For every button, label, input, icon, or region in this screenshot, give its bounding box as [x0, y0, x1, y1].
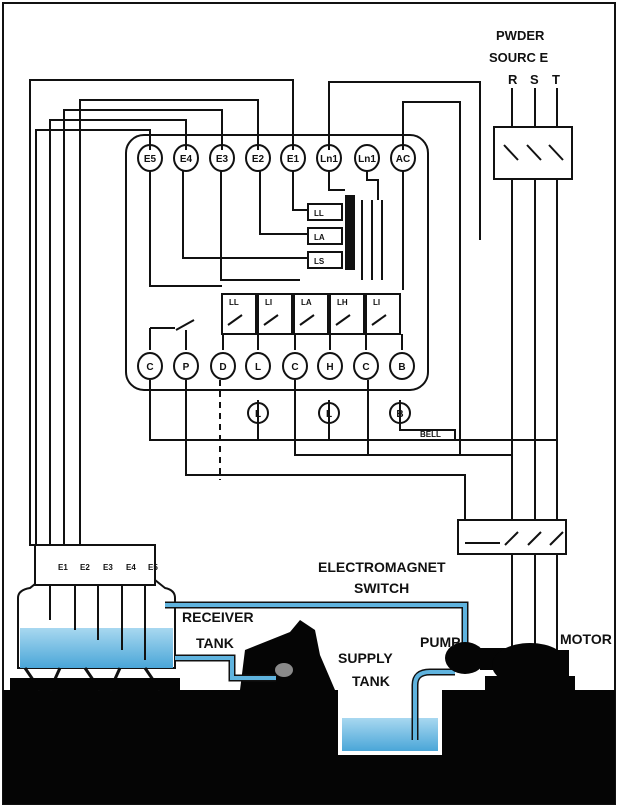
bottom-terminal-3-circle [210, 352, 236, 380]
contact-boxes [221, 293, 401, 335]
contact-label-5: LI [373, 298, 380, 307]
bell-label: BELL [420, 430, 441, 439]
bottom-terminal-1: C [146, 362, 153, 373]
top-terminal-5: E1 [287, 154, 300, 165]
electrode-rods [49, 585, 146, 660]
electrode-label-3: E3 [103, 563, 113, 572]
supply-label-2: TANK [352, 673, 390, 689]
ground [3, 690, 615, 804]
pump-label: PUMP [420, 634, 460, 650]
contact-label-4: LH [337, 298, 348, 307]
contact-label-2: LI [265, 298, 272, 307]
internal-wiring [149, 165, 404, 350]
power-source-title-2: SOURC E [489, 50, 549, 65]
bottom-terminal-3: D [219, 362, 226, 373]
electrode-label-5: E5 [148, 563, 158, 572]
pump-motor [445, 642, 575, 690]
supply-tank-water [342, 718, 438, 751]
top-terminal-1: E5 [144, 154, 157, 165]
top-terminal-8: AC [396, 154, 410, 165]
phase-r-label: R [508, 72, 518, 87]
switch-contacts [465, 531, 564, 546]
bottom-terminal-5-circle [282, 352, 308, 380]
relay-group [307, 203, 343, 269]
power-source-title-1: PWDER [496, 28, 545, 43]
top-terminal-4: E2 [252, 154, 265, 165]
bottom-terminal-8: B [398, 362, 405, 373]
top-terminal-3: E3 [216, 154, 229, 165]
receiver-tank [10, 544, 180, 691]
bottom-terminal-4: L [255, 362, 261, 373]
electrode-label-4: E4 [126, 563, 136, 572]
relay-label-3: LS [314, 257, 325, 266]
supply-label-1: SUPPLY [338, 650, 393, 666]
bottom-terminal-8-circle [389, 352, 415, 380]
transformer [345, 195, 383, 280]
bottom-terminal-2-circle [173, 352, 199, 380]
electrode-label-1: E1 [58, 563, 68, 572]
top-terminals: E5 E4 E3 E2 E1 Ln1 Ln1 AC [137, 144, 416, 172]
phase-lines [511, 88, 558, 690]
bottom-terminal-2: P [183, 362, 190, 373]
bottom-terminal-4-circle [245, 352, 271, 380]
bottom-terminal-1-circle [137, 352, 163, 380]
phase-s-label: S [530, 72, 539, 87]
bottom-terminal-6: H [326, 362, 333, 373]
relay-label-2: LA [314, 233, 325, 242]
contact-label-1: LL [229, 298, 239, 307]
circuit-breaker-box [493, 126, 573, 180]
top-terminal-2: E4 [180, 154, 193, 165]
electromagnet-label-1: ELECTROMAGNET [318, 559, 446, 575]
electrode-label-2: E2 [80, 563, 90, 572]
breaker-contacts [503, 144, 564, 161]
bottom-terminal-5: C [291, 362, 298, 373]
electromagnet-label-2: SWITCH [354, 580, 409, 596]
pipes-water [165, 603, 467, 740]
contact-switches [150, 314, 387, 331]
motor-label: MOTOR [560, 631, 612, 647]
top-terminal-7: Ln1 [358, 154, 376, 165]
top-terminal-7-circle [354, 144, 380, 172]
top-terminal-6: Ln1 [320, 154, 338, 165]
valve [275, 663, 293, 677]
receiver-label-2: TANK [196, 635, 234, 651]
bottom-terminal-7: C [362, 362, 369, 373]
phase-t-label: T [552, 72, 560, 87]
bottom-terminal-7-circle [353, 352, 379, 380]
bottom-terminal-6-circle [317, 352, 343, 380]
rock-mound [240, 620, 335, 690]
relay-label-1: LL [314, 209, 324, 218]
contact-label-3: LA [301, 298, 312, 307]
receiver-label-1: RECEIVER [182, 609, 254, 625]
